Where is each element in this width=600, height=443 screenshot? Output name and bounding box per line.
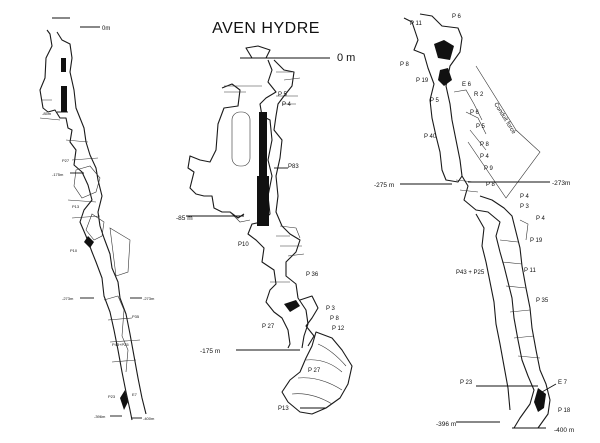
mid-pitch-p3: P 3 [326,306,336,312]
left-depth-273: -273m [62,296,74,301]
middle-lower-chamber: P 27 P13 [278,331,353,415]
right-pitch-p43p25: P43 + P25 [456,270,485,276]
mid-depth-0: 0 m [337,52,355,64]
right-pitch-p8-top: P 8 [400,62,410,68]
left-pitch-p35: P35 [132,314,140,319]
left-pitch-p13: P13 [72,204,80,209]
left-pitch-p43p25: P43+P25 [112,342,129,347]
right-pitch-p8-b: P 8 [486,182,496,188]
left-pitch-p27: P27 [62,158,70,163]
right-depth-275: -275 m [374,182,394,189]
left-depth-273b: -273m [143,296,155,301]
right-pitch-r2: R 2 [474,92,484,98]
right-pitch-p40: P 40 [424,134,437,140]
mid-pitch-p8: P 8 [330,316,340,322]
right-depth-396: -396 m [436,421,456,428]
mid-pitch-p36: P 36 [306,272,319,278]
right-pitch-p35: P 35 [536,298,549,304]
mid-depth-175: -175 m [200,348,220,355]
left-depth-396: -396m [94,414,106,419]
right-pitch-p4-c: P 4 [536,216,546,222]
left-depth-175: -175m [52,172,64,177]
right-pitch-e7: E 7 [558,380,568,386]
right-pitch-p18: P 18 [558,408,571,414]
right-pitch-p3: P 3 [520,204,530,210]
mid-pitch-p83: P83 [288,164,299,170]
mid-pitch-p13: P13 [278,406,289,412]
right-deep-profile: Conduit forcé -275 m -273m -396 m -400 m… [374,13,574,434]
right-pitch-p11: P 11 [410,21,422,27]
right-annotation-conduit: Conduit forcé [492,102,516,136]
right-pitch-p5-b: P 5 [476,124,486,130]
right-depth-400: -400 m [554,427,574,434]
diagram-title: AVEN HYDRE [212,20,320,37]
left-pitch-p23: P23 [108,394,116,399]
left-pitch-e7: E7 [132,392,138,397]
right-pitch-e6: E 6 [462,82,472,88]
mid-pitch-p4: P 4 [282,102,292,108]
mid-pitch-p12: P 12 [332,326,345,332]
right-pitch-p5-a: P 5 [430,98,440,104]
right-pitch-p6: P 6 [470,110,480,116]
right-pitch-p19: P 19 [530,238,543,244]
middle-upper-profile: 0 m -85 m -175 m P 5 P 4 P83 P10 P 36 P … [176,45,355,355]
right-pitch-p9: P 9 [484,166,494,172]
mid-pitch-p27-a: P 27 [262,324,275,330]
mid-pitch-p10: P10 [238,242,249,248]
left-overview-profile: 0m -85m -175m -273m -273m -396m -400m P2… [39,17,155,421]
left-depth-85: -85m [42,111,52,116]
right-pitch-p6-top: P 6 [452,14,462,20]
right-pitch-p23: P 23 [460,380,473,386]
left-pitch-p10: P10 [70,248,78,253]
right-pitch-p19-top: P 19 [416,78,429,84]
left-depth-0: 0m [102,26,110,32]
mid-pitch-p5: P 5 [278,92,288,98]
right-pitch-p4-b: P 4 [520,194,530,200]
right-depth-273: -273m [552,180,570,187]
right-pitch-p8-a: P 8 [480,142,490,148]
right-pitch-p11: P 11 [524,268,536,274]
mid-pitch-p27-b: P 27 [308,368,321,374]
left-depth-400: -400m [143,416,155,421]
right-pitch-p4-a: P 4 [480,154,490,160]
mid-depth-85: -85 m [176,215,193,222]
